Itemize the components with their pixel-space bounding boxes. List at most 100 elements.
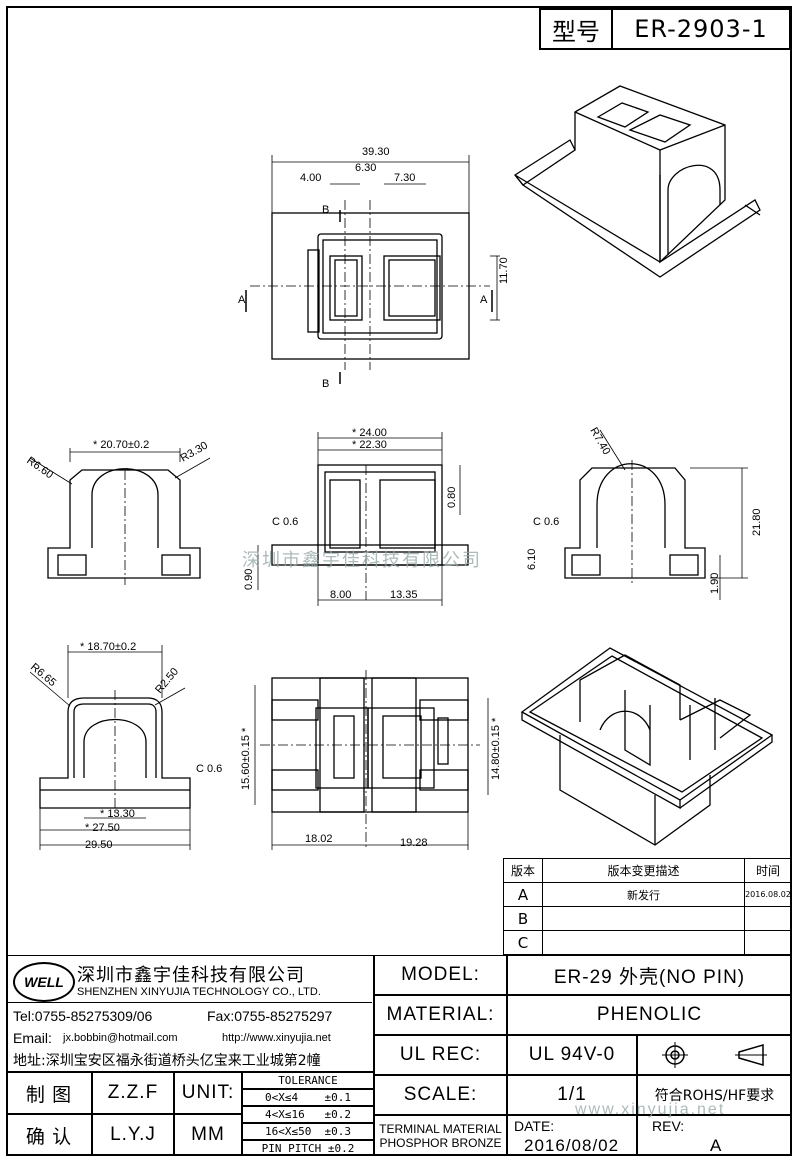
dim-a-value: 39.30 — [362, 146, 390, 158]
company-block: WELL 深圳市鑫宇佳科技有限公司 SHENZHEN XINYUJIA TECH… — [6, 955, 374, 1072]
dim-b-value: 4.00 — [300, 172, 321, 184]
radius-250: R2.50 — [153, 666, 181, 696]
projection-symbol — [637, 1035, 792, 1075]
rev-ver: B — [503, 906, 543, 931]
chamfer-right: C 0.6 — [533, 516, 559, 528]
dim-1802: 18.02 — [305, 833, 333, 845]
rev-ver: C — [503, 930, 543, 955]
dim-p-value: 29.50 — [85, 839, 113, 851]
iso-view-bottom — [520, 647, 774, 846]
dim-j-value: 13.35 — [390, 589, 418, 601]
company-address: 地址:深圳宝安区福永街道桥头亿宝来工业城第2幢 — [13, 1053, 321, 1069]
dim-i-value: 8.00 — [330, 589, 351, 601]
drawn-by: Z.Z.F — [92, 1072, 174, 1114]
dim-090: 0.90 — [243, 569, 255, 590]
model-value: ER-29 外壳(NO PIN) — [507, 955, 792, 995]
draw-label: 制 图 — [6, 1072, 92, 1114]
terminal-value: PHOSPHOR BRONZE — [379, 1135, 502, 1150]
drawing-area: 39.30 4.00 6.30 7.30 11.70 A A B B * 20.… — [24, 85, 774, 851]
rev-label: REV: — [652, 1118, 685, 1134]
dim-e-value: 11.70 — [498, 257, 510, 284]
email-label: Email: — [13, 1030, 52, 1046]
ulrec-value: UL 94V-0 — [507, 1035, 637, 1075]
tolerance-row: 16<X≤50 ±0.3 — [242, 1123, 374, 1140]
company-fax: Fax:0755-85275297 — [207, 1008, 333, 1024]
date-value: 2016/08/02 — [524, 1136, 620, 1155]
scale-label: SCALE: — [374, 1075, 507, 1115]
dim-r-value: 14.80±0.15 * — [490, 717, 502, 780]
radius-660: R6.60 — [24, 455, 55, 482]
tolerance-row: 0<X≤4 ±0.1 — [242, 1089, 374, 1106]
rev-value: A — [710, 1136, 722, 1155]
dim-q-value: 15.60±0.15 * — [240, 727, 252, 790]
rev-date — [744, 930, 792, 955]
rev-header-desc: 版本变更描述 — [542, 858, 745, 883]
tolerance-row: PIN PITCH ±0.2 — [242, 1140, 374, 1156]
check-label: 确 认 — [6, 1114, 92, 1156]
company-name-en: SHENZHEN XINYUJIA TECHNOLOGY CO., LTD. — [77, 986, 321, 998]
company-logo: WELL — [13, 962, 75, 1002]
watermark: 深圳市鑫宇佳科技有限公司 — [242, 550, 482, 571]
section-b-bottom: B — [322, 378, 329, 390]
rev-header-ver: 版本 — [503, 858, 543, 883]
section-a-right: A — [480, 294, 488, 306]
radius-740: R7.40 — [587, 426, 612, 457]
dim-k-value: 21.80 — [751, 508, 763, 536]
rev-ver: A — [503, 882, 543, 907]
tolerance-row: 4<X≤16 ±0.2 — [242, 1106, 374, 1123]
top-view — [245, 155, 500, 384]
dim-610: 6.10 — [526, 549, 538, 570]
dim-d-value: 7.30 — [394, 172, 415, 184]
bottom-front-view — [29, 645, 191, 850]
side-section — [257, 432, 469, 606]
radius-665: R6.65 — [28, 661, 58, 689]
dim-h-value: * 22.30 — [352, 439, 387, 451]
terminal-material: TERMINAL MATERIAL PHOSPHOR BRONZE — [374, 1115, 507, 1156]
bottom-view — [254, 670, 489, 850]
type-label: 型号 — [541, 10, 613, 48]
model-label: MODEL: — [374, 955, 507, 995]
rev-header-date: 时间 — [744, 858, 792, 883]
dim-m-value: * 18.70±0.2 — [80, 641, 136, 653]
rev-date: 2016.08.02 — [744, 882, 792, 907]
dim-190: 1.90 — [709, 573, 721, 594]
ulrec-label: UL REC: — [374, 1035, 507, 1075]
right-view — [564, 429, 748, 600]
projection-cone-icon — [735, 1044, 768, 1066]
dim-o-value: * 27.50 — [85, 822, 120, 834]
chamfer-side: C 0.6 — [272, 516, 298, 528]
projection-circle-icon — [661, 1042, 688, 1068]
company-tel: Tel:0755-85275309/06 — [13, 1008, 153, 1024]
company-website: http://www.xinyujia.net — [222, 1032, 331, 1044]
scale-value: 1/1 — [507, 1075, 637, 1115]
rev-date — [744, 906, 792, 931]
rev-desc — [542, 906, 745, 931]
rev-desc — [542, 930, 745, 955]
company-name-cn: 深圳市鑫宇佳科技有限公司 — [77, 965, 305, 986]
part-number-box: 型号 ER-2903-1 — [539, 8, 791, 50]
dim-n-value: * 13.30 — [100, 808, 135, 820]
title-block: WELL 深圳市鑫宇佳科技有限公司 SHENZHEN XINYUJIA TECH… — [6, 955, 792, 1156]
date-cell: DATE: 2016/08/02 — [507, 1115, 637, 1156]
chamfer-bottom: C 0.6 — [196, 763, 222, 775]
front-view — [29, 448, 211, 585]
revision-table: 版本 版本变更描述 时间 A 新发行 2016.08.02 B C — [503, 858, 792, 955]
rev-desc: 新发行 — [542, 882, 745, 907]
checked-by: L.Y.J — [92, 1114, 174, 1156]
terminal-label: TERMINAL MATERIAL — [379, 1121, 502, 1136]
unit-value: MM — [174, 1114, 242, 1156]
section-a-left: A — [238, 294, 246, 306]
section-b-top: B — [322, 204, 329, 216]
part-number: ER-2903-1 — [634, 15, 768, 43]
rev-cell: REV: A — [637, 1115, 792, 1156]
material-label: MATERIAL: — [374, 995, 507, 1035]
dim-080: 0.80 — [446, 487, 458, 508]
company-email: jx.bobbin@hotmail.com — [63, 1032, 178, 1044]
unit-label: UNIT: — [174, 1072, 242, 1114]
tolerance-title: TOLERANCE — [242, 1072, 374, 1089]
material-value: PHENOLIC — [507, 995, 792, 1035]
dim-g-value: * 24.00 — [352, 427, 387, 439]
dim-1928: 19.28 — [400, 837, 428, 849]
dim-f-value: * 20.70±0.2 — [93, 439, 149, 451]
dim-c-value: 6.30 — [355, 162, 376, 174]
